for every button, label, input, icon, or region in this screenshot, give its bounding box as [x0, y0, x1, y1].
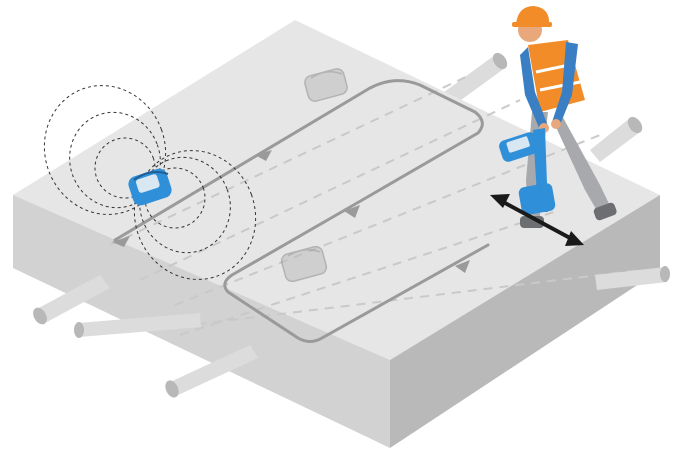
pipe-back-right: [590, 114, 645, 162]
hardhat-icon: [516, 6, 549, 24]
